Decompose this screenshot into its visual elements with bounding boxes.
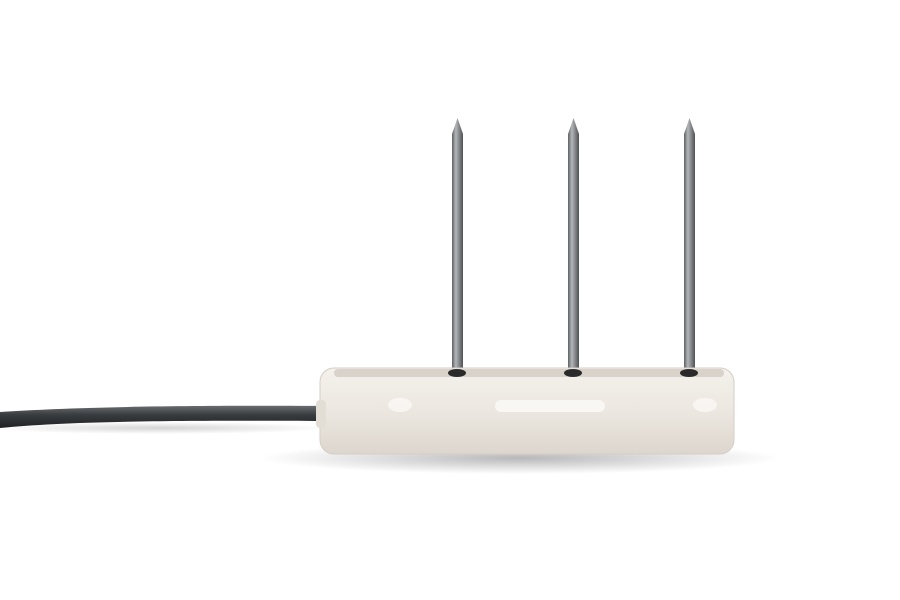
needle-3 [684,118,695,372]
needle-1 [452,118,463,372]
sensor-body [316,367,735,455]
needle-2 [568,118,579,372]
sensor-needles [452,118,695,372]
sensor-cable [0,405,325,428]
cable-shadow [0,422,330,434]
